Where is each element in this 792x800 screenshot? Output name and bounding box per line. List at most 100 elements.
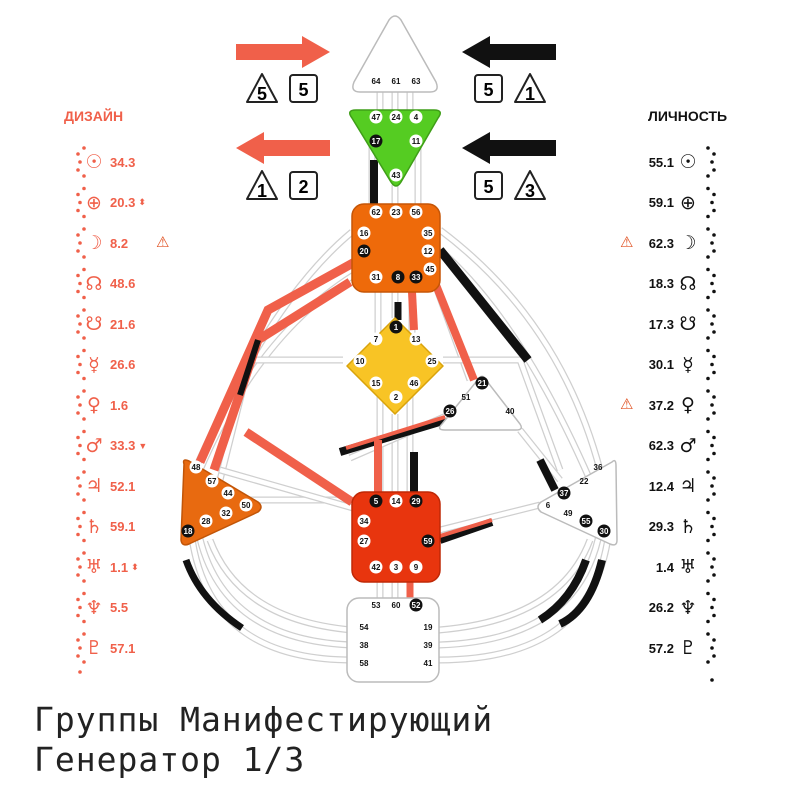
personality-dot (706, 591, 710, 596)
uranus-icon: ♅ (679, 556, 697, 578)
inactive-channel-inner (518, 428, 562, 482)
personality-dot (710, 322, 714, 326)
gate-number: 3 (394, 563, 399, 572)
gate-marker (407, 376, 421, 390)
active-channel (438, 518, 494, 544)
design-planet-value: 21.6 (110, 316, 136, 332)
personality-dot (712, 573, 716, 577)
design-dot (76, 638, 80, 642)
footer-line-2: Генератор 1/3 (34, 740, 306, 779)
north-node-icon: ☊ (85, 272, 103, 295)
active-channel (537, 558, 590, 624)
gate-marker (391, 270, 405, 284)
sun-icon: ☉ (85, 151, 103, 173)
design-planet-row: ☊48.6 (82, 272, 136, 296)
mars-icon: ♂ (679, 434, 697, 457)
variable-boxes: 5 5 5 1 1 2 5 3 (246, 73, 546, 201)
active-channel (536, 458, 559, 492)
design-planet-value: 34.3 (110, 154, 136, 170)
gate-number: 36 (594, 463, 603, 472)
personality-dot (706, 417, 710, 421)
design-planet-value: 59.1 (110, 519, 136, 534)
channels (182, 92, 614, 664)
gate-number: 35 (424, 229, 433, 238)
gate-number: 64 (372, 77, 381, 86)
personality-dot (706, 267, 710, 272)
personality-dot (712, 354, 716, 359)
active-channel (195, 254, 365, 464)
gate-marker (369, 376, 383, 390)
gate-marker (597, 524, 611, 538)
design-dot (78, 670, 82, 674)
personality-dot (712, 314, 716, 318)
design-dot (78, 362, 82, 367)
design-dot (82, 457, 86, 462)
sun-icon: ☉ (679, 151, 697, 173)
earth-icon: ⊕ (86, 191, 102, 214)
mars-icon: ♂ (85, 434, 103, 457)
personality-planet-row: 62.3♂ (649, 434, 700, 458)
gate-marker (421, 534, 435, 548)
gate-number: 16 (360, 229, 369, 238)
personality-dot (710, 160, 714, 164)
personality-dot (710, 605, 714, 610)
gate-marker (557, 486, 571, 500)
moon-icon: ☽ (679, 232, 697, 254)
inactive-channel-inner (219, 467, 361, 513)
variable-square-tr (474, 74, 503, 103)
design-dot (82, 498, 86, 502)
design-dot (82, 267, 86, 272)
position-mark-icon: ▼ (138, 440, 148, 451)
personality-dot (706, 538, 710, 543)
gate-number: 18 (184, 527, 193, 536)
design-dot (78, 160, 82, 164)
personality-dot (712, 492, 716, 496)
design-dot (82, 632, 86, 636)
gate-number: 6 (546, 501, 551, 510)
personality-planet-value: 18.3 (648, 276, 674, 291)
gate-marker (205, 474, 219, 488)
personality-planet-value: 12.4 (648, 478, 674, 494)
personality-dot (706, 551, 710, 555)
design-dot (82, 308, 86, 312)
design-dot (76, 289, 80, 294)
personality-dot (710, 403, 714, 407)
personality-dot (712, 516, 716, 521)
variable-square-tl (289, 74, 318, 103)
personality-planet-row: 55.1☉ (649, 150, 700, 174)
center-root (346, 597, 440, 683)
gate-number: 39 (424, 641, 433, 650)
gate-number: 14 (392, 497, 401, 506)
design-dot (76, 613, 80, 618)
design-planet-row: ♇57.1 (82, 636, 135, 660)
center-throat (351, 203, 441, 293)
personality-dot (706, 389, 710, 393)
design-dot (76, 557, 80, 561)
gate-number: 2 (394, 393, 399, 402)
active-channel (558, 559, 606, 628)
personality-dot (706, 510, 710, 515)
gate-number: 62 (372, 208, 381, 217)
personality-dot (712, 654, 716, 658)
gate-marker (357, 226, 371, 240)
inactive-channel-inner (195, 529, 353, 648)
inactive-channel-inner (439, 502, 541, 533)
gate-marker (409, 560, 423, 574)
design-dot (82, 255, 86, 259)
inactive-channel (186, 519, 353, 664)
design-dot (78, 565, 82, 569)
gate-number: 28 (202, 517, 211, 526)
design-dot (78, 322, 82, 326)
gate-marker (409, 270, 423, 284)
gate-number: 41 (424, 659, 433, 668)
gate-marker (357, 534, 371, 548)
personality-dot (706, 632, 710, 636)
design-dot (82, 295, 86, 300)
personality-planet-value: 29.3 (648, 519, 674, 534)
gate-number: 46 (410, 379, 419, 388)
design-planet-row: ☉ 34.3 (82, 150, 135, 174)
design-planet-value: 8.2 (110, 235, 129, 251)
gate-marker (389, 390, 403, 404)
gate-number: 49 (564, 509, 573, 518)
